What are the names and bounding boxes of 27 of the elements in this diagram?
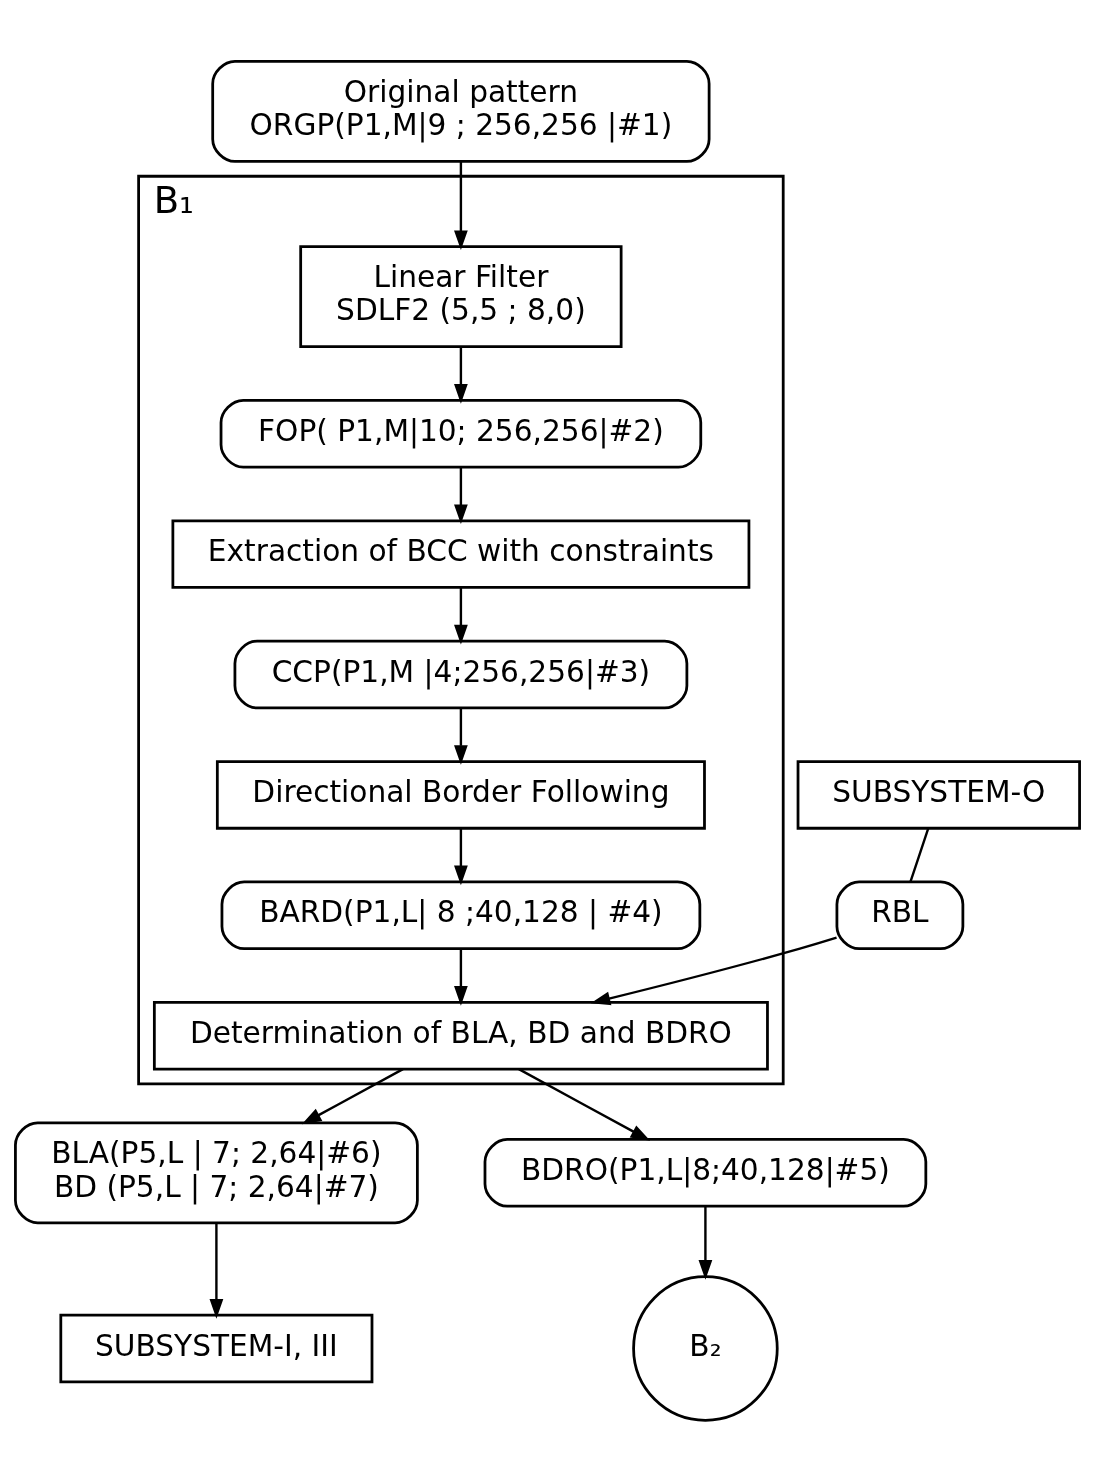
node-box: Directional Border Following — [215, 759, 706, 830]
arrow — [454, 828, 468, 885]
node-box: RBL — [835, 880, 965, 950]
node-box: SUBSYSTEM-I, III — [59, 1313, 374, 1383]
node-box: Extraction of BCC with constraints — [171, 518, 751, 589]
node-box: BLA(P5,L | 7; 2,64|#6) BD (P5,L | 7; 2,64|#7) — [14, 1120, 419, 1224]
arrow — [301, 1067, 404, 1124]
node-box: Linear Filter SDLF2 (5,5 ; 8,0) — [299, 244, 623, 348]
arrow — [454, 346, 468, 404]
node-box: CCP(P1,M |4;256,256|#3) — [233, 639, 689, 709]
arrow — [454, 160, 468, 250]
arrow — [698, 1205, 713, 1280]
arrow — [454, 587, 468, 644]
arrow — [454, 466, 468, 524]
arrow — [590, 936, 837, 1005]
node-box: SUBSYSTEM-O — [796, 759, 1081, 830]
node-box: BDRO(P1,L|8;40,128|#5) — [483, 1137, 928, 1208]
node-box: FOP( P1,M|10; 256,256|#2) — [219, 398, 703, 468]
connector — [909, 827, 930, 882]
arrow — [454, 707, 468, 765]
arrow — [209, 1223, 224, 1319]
node-box: BARD(P1,L| 8 ;40,128 | #4) — [220, 880, 702, 950]
node-box: Original pattern ORGP(P1,M|9 ; 256,256 |#1) — [211, 59, 711, 163]
node-box: Determination of BLA, BD and BDRO — [152, 1000, 769, 1070]
node-circle: B₂ — [632, 1274, 779, 1422]
arrow — [454, 948, 468, 1006]
arrow — [518, 1067, 651, 1141]
